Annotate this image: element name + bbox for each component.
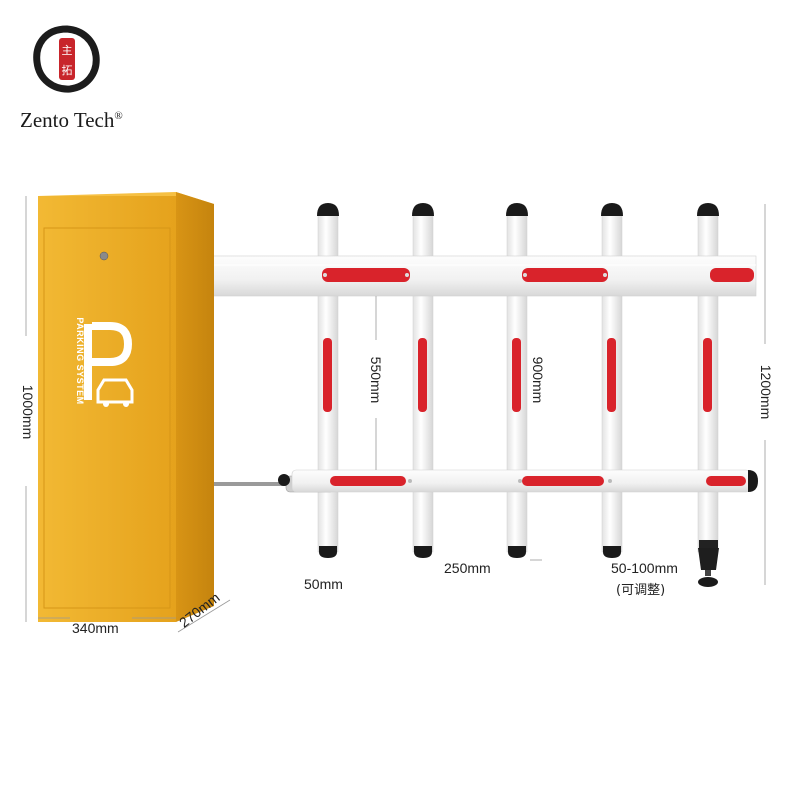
fence-posts (317, 203, 719, 558)
brand-logo: 主 拓 (32, 24, 102, 94)
logo-mark-icon: 主 拓 (33, 25, 100, 93)
dim-cabinet-height: 1000mm (20, 384, 36, 440)
fence-post (412, 203, 434, 558)
brand-name: Zento Tech® (20, 108, 123, 133)
registered-mark: ® (114, 110, 123, 122)
logo-char-top: 主 (62, 44, 73, 57)
dim-cabinet-width: 340mm (72, 620, 119, 636)
dim-fence-gap: 550mm (368, 356, 384, 404)
dim-post-width: 50mm (304, 576, 343, 592)
fence-post (506, 203, 528, 558)
fence-post (317, 203, 339, 558)
fence-post (601, 203, 623, 558)
top-beam (211, 255, 757, 297)
dim-foot-adjust: 50-100mm (611, 560, 678, 576)
logo-char-bottom: 拓 (62, 63, 73, 77)
brand-name-text: Zento Tech (20, 108, 115, 132)
car-icon (96, 378, 134, 404)
dim-post-height: 900mm (530, 356, 546, 404)
gate-cabinet (38, 192, 214, 622)
dim-total-height: 1200mm (758, 364, 774, 420)
dimension-lines (25, 196, 766, 633)
dim-foot-adjust-note: (可调整) (616, 583, 666, 598)
parking-sign-icon (84, 322, 134, 407)
adjustable-foot (698, 540, 719, 587)
fence-post (697, 203, 719, 553)
dim-post-spacing: 250mm (444, 560, 491, 576)
parking-system-label: PARKING SYSTEM (75, 317, 85, 405)
bottom-beam (291, 469, 758, 493)
